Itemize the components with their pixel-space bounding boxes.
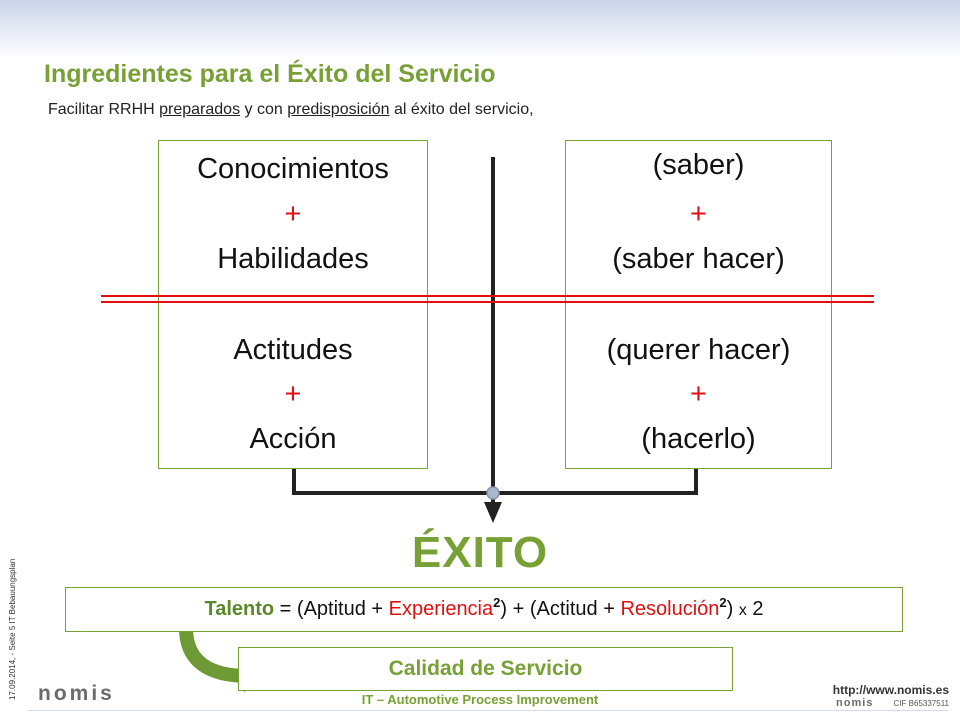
- underlined-word-predisposicion: predisposición: [287, 101, 390, 118]
- side-date-text: 17.09.2014, - Seite 5 IT Bebauungsplan: [8, 558, 17, 700]
- red-divider-line-top: [101, 295, 874, 297]
- plus-sign: +: [284, 198, 302, 230]
- result-exito: ÉXITO: [411, 528, 549, 577]
- plus-sign: +: [690, 198, 707, 230]
- down-arrow-icon: [484, 502, 502, 523]
- nomis-logo: nomis: [38, 682, 115, 705]
- footer-cif: CIF B65337511: [893, 699, 949, 708]
- underlined-word-preparados: preparados: [159, 101, 241, 118]
- slide-title: Ingredientes para el Éxito del Servicio: [44, 60, 496, 88]
- curved-arrow-icon: [179, 627, 249, 683]
- meaning-saber: (saber): [652, 149, 745, 181]
- left-concepts-box: Conocimientos + Habilidades Actitudes + …: [158, 140, 428, 469]
- concept-actitudes: Actitudes: [233, 334, 353, 366]
- header-band: [0, 0, 960, 58]
- talent-formula-box: Talento = (Aptitud + Experiencia2) + (Ac…: [65, 587, 903, 632]
- meaning-hacerlo: (hacerlo): [641, 423, 756, 455]
- footer-divider: [28, 710, 948, 711]
- footer-title: IT – Automotive Process Improvement: [361, 692, 599, 707]
- plus-sign: +: [690, 378, 707, 410]
- right-meanings-box: (saber) + (saber hacer) (querer hacer) +…: [565, 140, 832, 469]
- meaning-saber-hacer: (saber hacer): [612, 243, 785, 275]
- footer-url-link[interactable]: http://www.nomis.es: [832, 683, 949, 697]
- slide-subtitle: Facilitar RRHH preparados y con predispo…: [48, 101, 534, 118]
- nomis-small-logo: nomis: [836, 697, 874, 709]
- calidad-servicio-box: Calidad de Servicio: [238, 647, 733, 691]
- junction-dot-icon: [486, 486, 500, 500]
- plus-sign: +: [284, 378, 302, 410]
- meaning-querer-hacer: (querer hacer): [606, 334, 791, 366]
- red-divider-line-bottom: [101, 301, 874, 303]
- concept-habilidades: Habilidades: [217, 243, 369, 275]
- concept-conocimientos: Conocimientos: [197, 153, 389, 185]
- concept-accion: Acción: [249, 423, 337, 455]
